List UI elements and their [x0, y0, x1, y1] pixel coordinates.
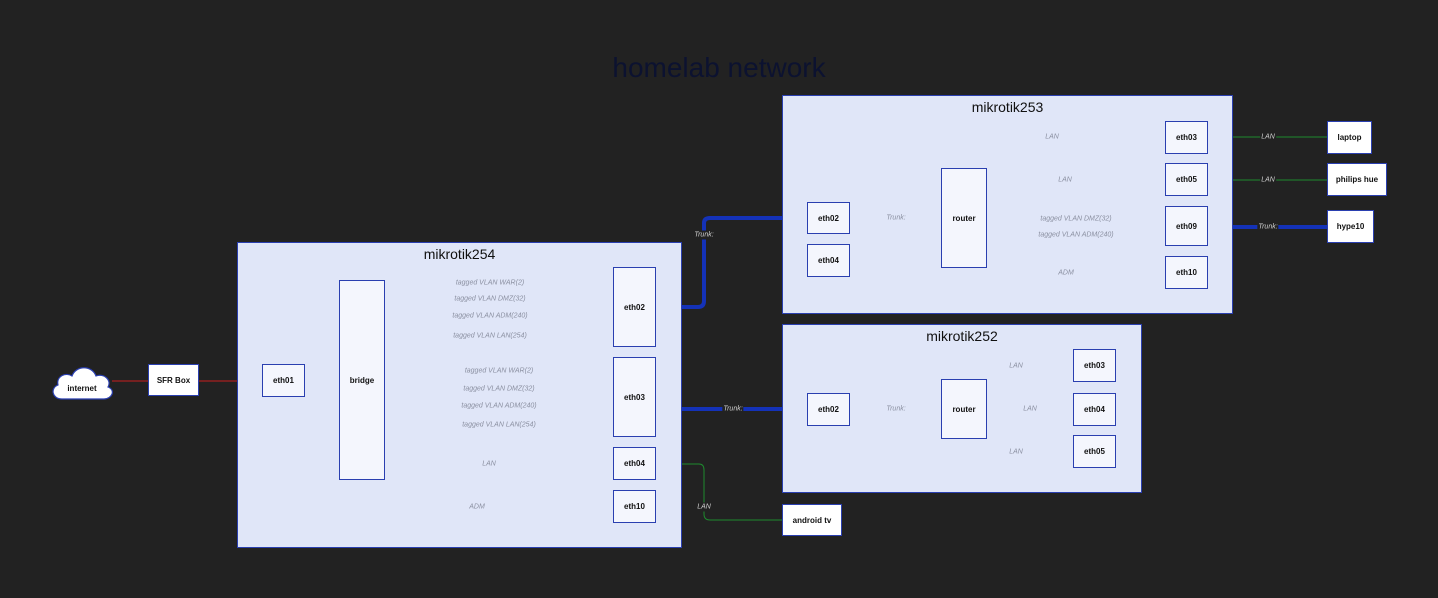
m252-eth04-node[interactable]: eth04 — [1073, 393, 1116, 426]
m253-eth10-node[interactable]: eth10 — [1165, 256, 1208, 289]
m254-eth01-node[interactable]: eth01 — [262, 364, 305, 397]
edge-label: LAN — [1022, 404, 1038, 414]
laptop-node[interactable]: laptop — [1327, 121, 1372, 154]
edge-label: tagged VLAN ADM(240) — [460, 401, 538, 411]
internet-label: internet — [67, 383, 97, 393]
edge-label: ADM — [468, 502, 486, 512]
m253-eth02-node[interactable]: eth02 — [807, 202, 850, 234]
m254-eth03-node[interactable]: eth03 — [613, 357, 656, 437]
m253-eth09-node[interactable]: eth09 — [1165, 206, 1208, 246]
m253-eth03-node[interactable]: eth03 — [1165, 121, 1208, 154]
mikrotik254-label: mikrotik254 — [423, 246, 496, 262]
m254-eth10-node[interactable]: eth10 — [613, 490, 656, 523]
edge-label: Trunk: — [722, 404, 744, 414]
mikrotik253-label: mikrotik253 — [971, 99, 1044, 115]
edge-label: tagged VLAN DMZ(32) — [462, 384, 536, 394]
m252-eth02-node[interactable]: eth02 — [807, 393, 850, 426]
edge-label: tagged VLAN ADM(240) — [451, 311, 529, 321]
edge-label: Trunk: — [885, 404, 907, 414]
m253-router-node[interactable]: router — [941, 168, 987, 268]
edge-label: tagged VLAN DMZ(32) — [453, 294, 527, 304]
diagram-title: homelab network — [612, 52, 826, 83]
m254-bridge-node[interactable]: bridge — [339, 280, 385, 480]
edge-label: LAN — [1260, 132, 1276, 142]
edge-label: tagged VLAN LAN(254) — [461, 420, 537, 430]
m252-eth03-node[interactable]: eth03 — [1073, 349, 1116, 382]
edge-label: Trunk: — [885, 213, 907, 223]
hype10-node[interactable]: hype10 — [1327, 210, 1374, 243]
eth04-androidtv-lan — [656, 463, 782, 521]
edge-label: tagged VLAN DMZ(32) — [1039, 214, 1113, 224]
edge-label: tagged VLAN LAN(254) — [452, 331, 528, 341]
trunk-m254-m253 — [656, 216, 807, 309]
cloud-icon[interactable] — [48, 356, 116, 404]
m252-eth05-node[interactable]: eth05 — [1073, 435, 1116, 468]
edge-label: LAN — [481, 459, 497, 469]
edge-label: Trunk: — [693, 230, 715, 240]
m254-eth04-node[interactable]: eth04 — [613, 447, 656, 480]
edge-label: tagged VLAN ADM(240) — [1037, 230, 1115, 240]
sfr-box-node[interactable]: SFR Box — [148, 364, 199, 396]
m253-eth04-node[interactable]: eth04 — [807, 244, 850, 277]
mikrotik253-container[interactable]: mikrotik253 — [782, 95, 1233, 314]
edge-label: ADM — [1057, 268, 1075, 278]
edge-label: LAN — [1044, 132, 1060, 142]
edge-label: LAN — [696, 502, 712, 512]
m252-router-node[interactable]: router — [941, 379, 987, 439]
edge-label: LAN — [1008, 361, 1024, 371]
mikrotik252-label: mikrotik252 — [926, 328, 998, 344]
mikrotik254-container[interactable]: mikrotik254 — [237, 242, 682, 548]
android-tv-node[interactable]: android tv — [782, 504, 842, 536]
edge-label: LAN — [1057, 175, 1073, 185]
edge-label: LAN — [1260, 175, 1276, 185]
edge-label: tagged VLAN WAR(2) — [463, 366, 535, 376]
philips-hue-node[interactable]: philips hue — [1327, 163, 1387, 196]
edge-label: LAN — [1008, 447, 1024, 457]
m253-eth05-node[interactable]: eth05 — [1165, 163, 1208, 196]
edge-label: tagged VLAN WAR(2) — [454, 278, 526, 288]
edge-label: Trunk: — [1257, 222, 1279, 232]
m254-eth02-node[interactable]: eth02 — [613, 267, 656, 347]
